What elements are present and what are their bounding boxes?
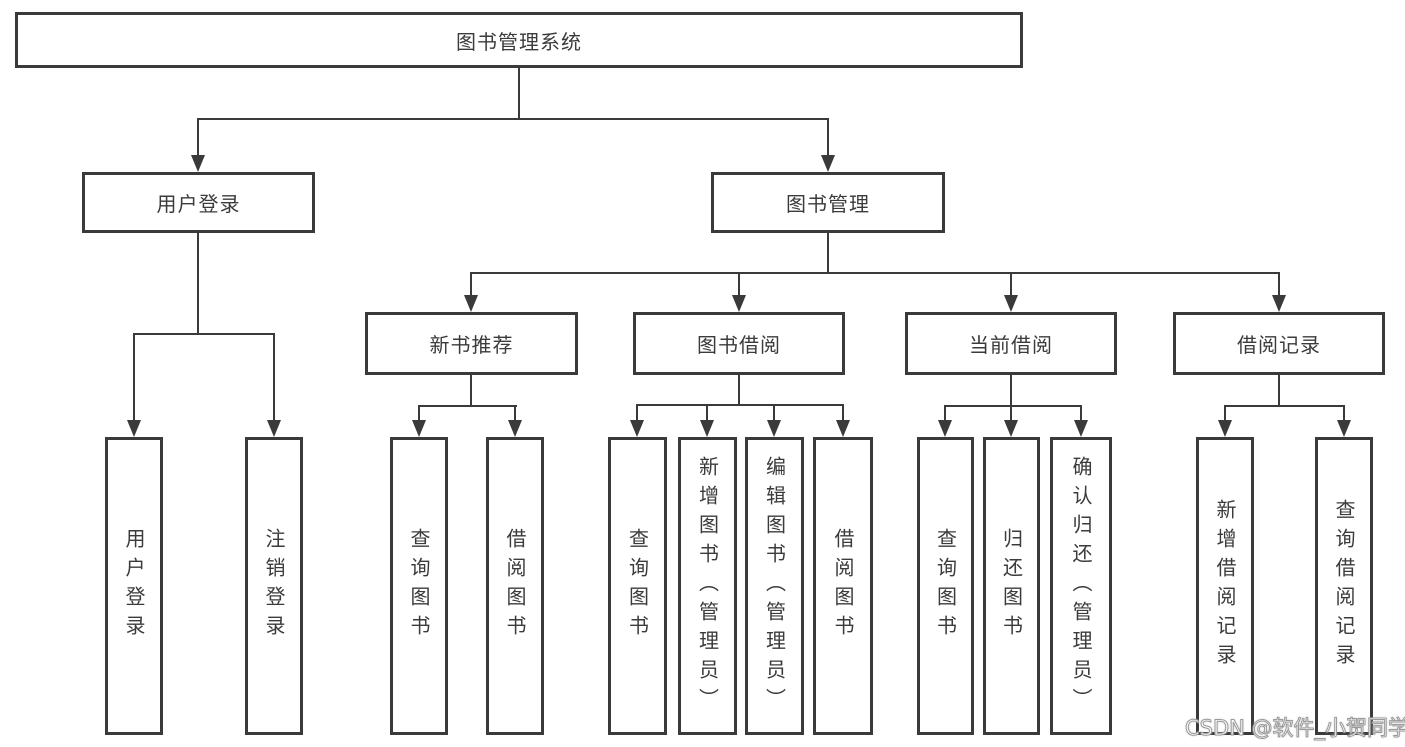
connector-hline [133, 333, 275, 335]
connector-arrowhead-icon [508, 420, 522, 437]
connector-arrowhead-icon [1004, 295, 1018, 312]
leaf-label: 查询图书 [625, 528, 650, 644]
connector-vline [706, 404, 708, 421]
leaf-label: 查询图书 [933, 528, 958, 644]
leaf-label: 注销登录 [262, 528, 286, 644]
connector-vline [1010, 272, 1012, 297]
connector-arrowhead-icon [127, 420, 141, 437]
connector-arrowhead-icon [191, 155, 205, 172]
node-bb-query-books: 查询图书 [608, 437, 667, 735]
connector-vline [773, 404, 775, 421]
node-book-mgmt: 图书管理 [711, 172, 945, 233]
connector-vline [518, 68, 520, 119]
connector-hline [944, 405, 1082, 407]
node-cb-query-books: 查询图书 [917, 437, 974, 735]
node-leaf-logout: 注销登录 [245, 437, 303, 735]
connector-vline [133, 333, 135, 422]
node-leaf-user-login: 用户登录 [105, 437, 163, 735]
node-bb-borrow-books: 借阅图书 [813, 437, 873, 735]
connector-arrowhead-icon [821, 155, 835, 172]
node-nb-borrow-books: 借阅图书 [486, 437, 544, 735]
connector-hline [470, 272, 1280, 274]
node-nb-query-books: 查询图书 [390, 437, 448, 735]
node-br-query-record: 查询借阅记录 [1315, 437, 1373, 735]
leaf-label: 新增图书（管理员） [695, 455, 720, 717]
watermark: CSDN @软件_小贺同学 [1184, 716, 1405, 741]
connector-vline [1010, 375, 1012, 406]
leaf-label: 借阅图书 [831, 528, 855, 644]
connector-arrowhead-icon [412, 420, 426, 437]
connector-hline [1224, 405, 1345, 407]
connector-arrowhead-icon [1272, 295, 1286, 312]
connector-vline [738, 272, 740, 297]
leaf-label: 编辑图书（管理员） [762, 455, 787, 717]
connector-vline [636, 404, 638, 421]
connector-vline [470, 272, 472, 297]
connector-arrowhead-icon [630, 420, 644, 437]
connector-vline [827, 118, 829, 156]
node-cb-return-books: 归还图书 [983, 437, 1040, 735]
connector-arrowhead-icon [1337, 420, 1351, 437]
leaf-label: 查询图书 [407, 528, 431, 644]
node-new-book-rec: 新书推荐 [365, 312, 578, 375]
node-bb-add-books: 新增图书（管理员） [678, 437, 737, 735]
leaf-label: 借阅图书 [503, 528, 527, 644]
leaf-label: 新增借阅记录 [1213, 499, 1237, 673]
connector-vline [1224, 405, 1226, 421]
connector-vline [1278, 375, 1280, 406]
connector-arrowhead-icon [938, 420, 952, 437]
connector-arrowhead-icon [464, 295, 478, 312]
connector-arrowhead-icon [1218, 420, 1232, 437]
node-current-borrow: 当前借阅 [905, 312, 1117, 375]
connector-arrowhead-icon [732, 295, 746, 312]
node-root: 图书管理系统 [15, 12, 1023, 68]
connector-vline [827, 233, 829, 273]
leaf-label: 归还图书 [999, 528, 1024, 644]
node-cb-confirm-return: 确认归还（管理员） [1050, 437, 1112, 735]
connector-vline [1080, 405, 1082, 421]
node-book-borrow: 图书借阅 [633, 312, 845, 375]
node-bb-edit-books: 编辑图书（管理员） [745, 437, 804, 735]
connector-arrowhead-icon [767, 420, 781, 437]
leaf-label: 查询借阅记录 [1332, 499, 1356, 673]
connector-vline [197, 118, 199, 156]
node-borrow-records: 借阅记录 [1173, 312, 1385, 375]
connector-vline [1278, 272, 1280, 297]
connector-vline [273, 333, 275, 422]
connector-arrowhead-icon [700, 420, 714, 437]
connector-hline [197, 118, 829, 120]
connector-vline [470, 375, 472, 406]
connector-vline [418, 405, 420, 421]
connector-vline [514, 405, 516, 421]
connector-arrowhead-icon [267, 420, 281, 437]
node-br-add-record: 新增借阅记录 [1196, 437, 1254, 735]
connector-vline [842, 404, 844, 421]
node-user-login: 用户登录 [82, 172, 315, 233]
connector-hline [636, 404, 844, 406]
connector-vline [738, 375, 740, 405]
leaf-label: 用户登录 [122, 528, 146, 644]
connector-vline [1343, 405, 1345, 421]
leaf-label: 确认归还（管理员） [1069, 455, 1093, 717]
connector-vline [197, 233, 199, 334]
connector-vline [944, 405, 946, 421]
connector-arrowhead-icon [1004, 420, 1018, 437]
connector-arrowhead-icon [1074, 420, 1088, 437]
connector-hline [418, 405, 517, 407]
connector-arrowhead-icon [836, 420, 850, 437]
connector-vline [1010, 405, 1012, 421]
